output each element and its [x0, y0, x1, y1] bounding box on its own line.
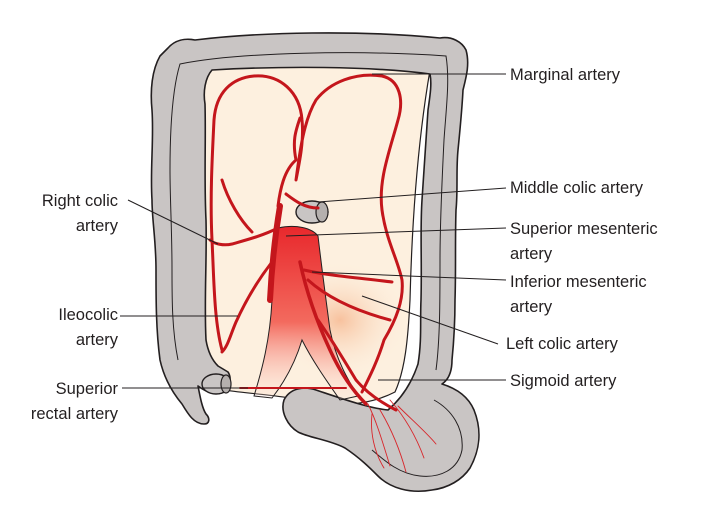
label-ileocolic-line1: Ileocolic — [58, 306, 118, 324]
label-ileocolic-line2: artery — [76, 331, 119, 349]
label-sigmoid-artery: Sigmoid artery — [510, 372, 617, 390]
label-marginal-artery: Marginal artery — [510, 66, 621, 84]
label-superior-mesenteric-line2: artery — [510, 245, 553, 263]
label-middle-colic-artery: Middle colic artery — [510, 179, 644, 197]
label-superior-rectal-line1: Superior — [56, 380, 119, 398]
label-superior-rectal-line2: rectal artery — [31, 405, 119, 423]
label-right-colic-line2: artery — [76, 217, 119, 235]
label-superior-mesenteric-line1: Superior mesenteric — [510, 220, 658, 238]
label-inferior-mesenteric-line2: artery — [510, 298, 553, 316]
label-right-colic-line1: Right colic — [42, 192, 118, 210]
label-left-colic-artery: Left colic artery — [506, 335, 619, 353]
ileum-stump-upper-end — [316, 202, 328, 222]
label-inferior-mesenteric-line1: Inferior mesenteric — [510, 273, 647, 291]
ileum-stump-lower-end — [221, 375, 231, 393]
